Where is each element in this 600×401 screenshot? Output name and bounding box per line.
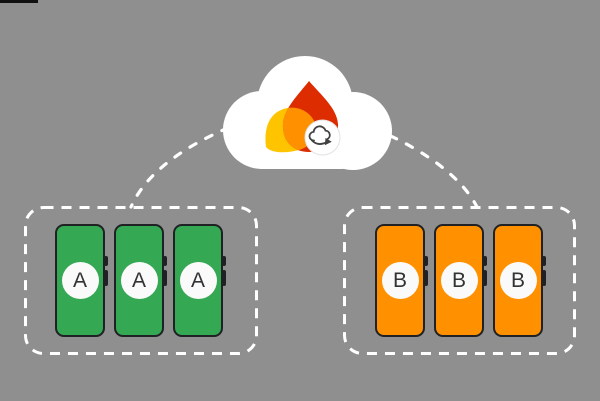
phone-side-button <box>423 256 428 266</box>
device-label-circle: A <box>120 262 158 299</box>
device-label: B <box>392 269 407 292</box>
phone-side-button <box>482 270 487 286</box>
video-progress-bar <box>0 0 38 3</box>
group-a-devices: A A A <box>55 224 226 337</box>
phone-side-button <box>541 256 546 266</box>
device-label-circle: B <box>381 262 419 299</box>
device-label: A <box>72 269 87 292</box>
device-label-circle: B <box>499 262 537 299</box>
phone-side-button <box>162 256 167 266</box>
phone-side-button <box>221 270 226 286</box>
device-label: B <box>510 269 525 292</box>
group-a-boundary <box>24 206 258 355</box>
phone-side-button <box>103 256 108 266</box>
phone-side-button <box>103 270 108 286</box>
device-label-circle: A <box>61 262 99 299</box>
device-label: B <box>451 269 466 292</box>
phone-side-button <box>541 270 546 286</box>
phone-side-button <box>221 256 226 266</box>
cloud-sync-badge <box>304 119 341 156</box>
device-phone-b1: B <box>375 224 428 337</box>
device-label: A <box>190 269 205 292</box>
device-label-circle: B <box>440 262 478 299</box>
phone-side-button <box>482 256 487 266</box>
device-phone-b2: B <box>434 224 487 337</box>
device-phone-a1: A <box>55 224 108 337</box>
device-label-circle: A <box>179 262 217 299</box>
phone-side-button <box>423 270 428 286</box>
flame-overlap <box>282 107 317 152</box>
phone-side-button <box>162 270 167 286</box>
group-b-boundary <box>343 206 576 355</box>
device-label: A <box>131 269 146 292</box>
device-phone-a2: A <box>114 224 167 337</box>
cloud-sync-icon <box>308 125 332 146</box>
device-phone-b3: B <box>493 224 546 337</box>
device-phone-a3: A <box>173 224 226 337</box>
firebase-flame-icon <box>265 81 339 153</box>
group-b-devices: B B B <box>375 224 546 337</box>
